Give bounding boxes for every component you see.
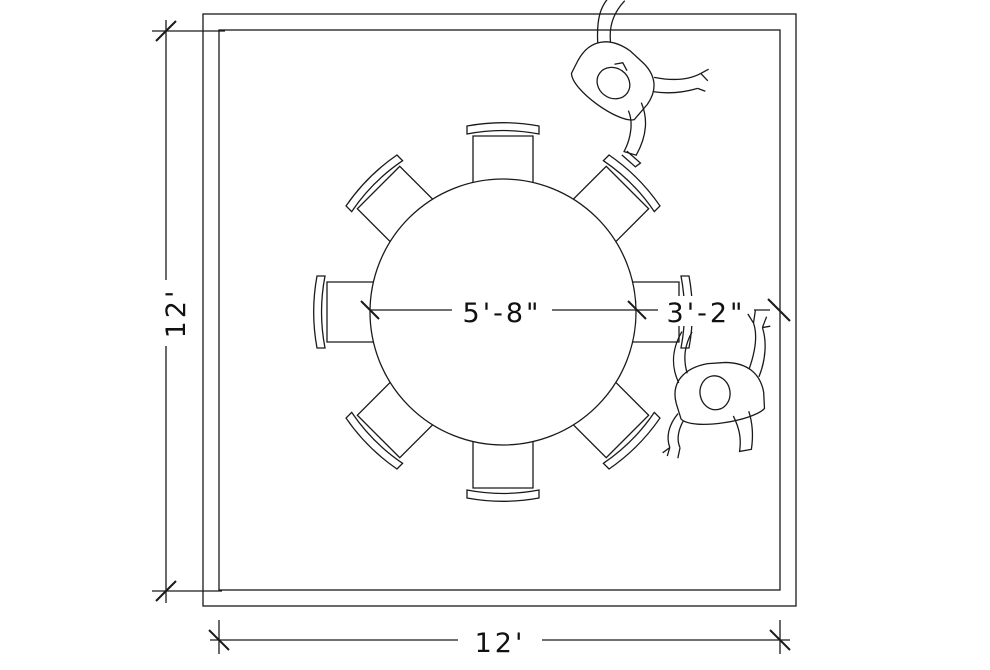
outer-wall [202, 13, 797, 607]
chair [466, 122, 540, 193]
width-dimension: 12' [208, 620, 791, 659]
table-diameter-label: 5'-8" [463, 298, 542, 329]
chair [466, 431, 540, 502]
height-dimension-label: 12' [161, 288, 192, 339]
chair [565, 154, 661, 250]
chair [565, 374, 661, 470]
person-figure-right [662, 310, 771, 459]
clearance-label: 3'-2" [667, 298, 746, 329]
width-dimension-label: 12' [475, 628, 526, 659]
person-figure-top [570, 0, 709, 168]
height-dimension: 12' [150, 20, 225, 603]
table-diameter-dimension: 5'-8" 3'-2" [360, 296, 791, 329]
